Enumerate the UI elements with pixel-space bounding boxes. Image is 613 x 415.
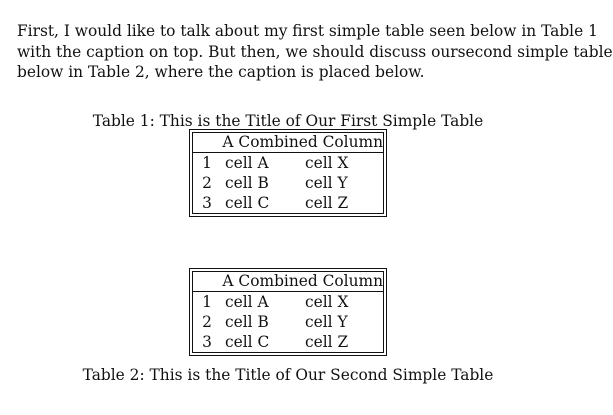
table-1-caption: Table 1: This is the Title of Our First … xyxy=(92,112,484,130)
table-row: 1 cell A cell X xyxy=(193,292,383,312)
cell-first: cell B xyxy=(225,313,269,331)
table-header-row: A Combined Column xyxy=(193,272,383,292)
table-2: A Combined Column 1 cell A cell X 2 cell… xyxy=(189,268,387,356)
row-number: 2 xyxy=(202,174,212,192)
table-row: 2 cell B cell Y xyxy=(193,312,383,332)
cell-first: cell C xyxy=(225,194,270,212)
paragraph-line: with the caption on top. But then, we sh… xyxy=(17,42,613,61)
intro-paragraph: First, I would like to talk about my fir… xyxy=(17,21,613,83)
header-empty-cell xyxy=(193,272,216,291)
cell-second: cell Z xyxy=(305,333,349,351)
combined-column-header: A Combined Column xyxy=(222,133,383,151)
row-number: 1 xyxy=(202,293,212,311)
paragraph-line: below in Table 2, where the caption is p… xyxy=(17,63,425,81)
row-number: 3 xyxy=(202,333,212,351)
cell-first: cell A xyxy=(225,293,269,311)
row-number: 2 xyxy=(202,313,212,331)
cell-first: cell A xyxy=(225,154,269,172)
row-number: 1 xyxy=(202,154,212,172)
table-2-caption: Table 2: This is the Title of Our Second… xyxy=(82,366,494,384)
row-number: 3 xyxy=(202,194,212,212)
cell-second: cell X xyxy=(305,293,349,311)
table-row: 1 cell A cell X xyxy=(193,153,383,173)
cell-second: cell Z xyxy=(305,194,349,212)
table-row: 2 cell B cell Y xyxy=(193,173,383,193)
table-1: A Combined Column 1 cell A cell X 2 cell… xyxy=(189,129,387,217)
cell-second: cell Y xyxy=(305,174,348,192)
table-row: 3 cell C cell Z xyxy=(193,332,383,352)
cell-first: cell C xyxy=(225,333,270,351)
combined-column-header: A Combined Column xyxy=(222,272,383,290)
paragraph-line: First, I would like to talk about my fir… xyxy=(17,22,598,40)
cell-second: cell Y xyxy=(305,313,348,331)
cell-second: cell X xyxy=(305,154,349,172)
cell-first: cell B xyxy=(225,174,269,192)
table-1-body: A Combined Column 1 cell A cell X 2 cell… xyxy=(192,132,384,214)
table-header-row: A Combined Column xyxy=(193,133,383,153)
header-empty-cell xyxy=(193,133,216,152)
table-row: 3 cell C cell Z xyxy=(193,193,383,213)
table-2-body: A Combined Column 1 cell A cell X 2 cell… xyxy=(192,271,384,353)
